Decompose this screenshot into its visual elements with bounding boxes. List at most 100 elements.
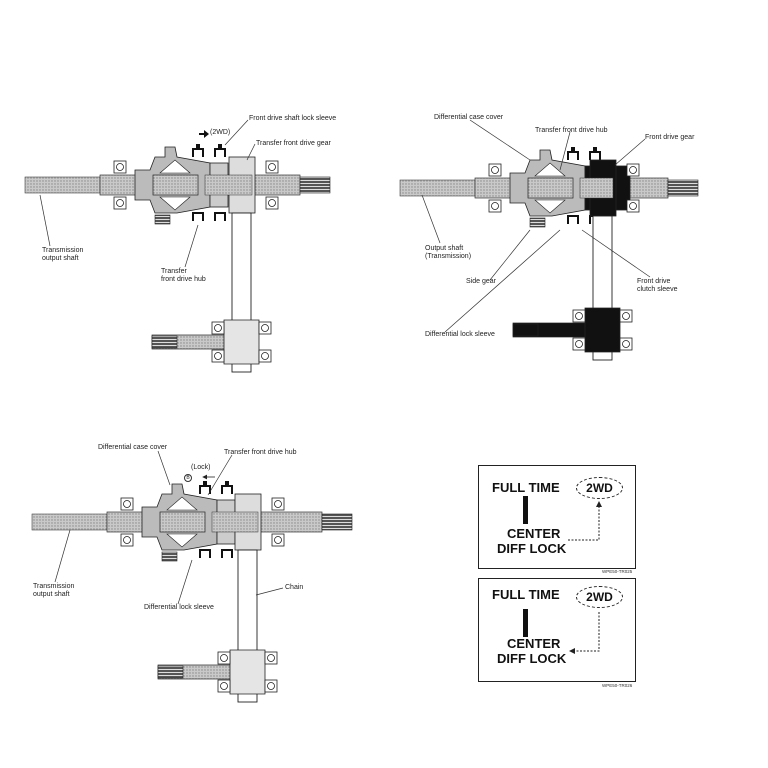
front-output-spline [151, 335, 178, 349]
bearing-ball [261, 324, 269, 332]
bearing-ball [629, 166, 637, 174]
pinion-gears [534, 162, 566, 214]
leader-line [157, 450, 171, 486]
transfer-assembly-full-time [399, 147, 699, 361]
bearing-ball [629, 202, 637, 210]
label-line: Transfer [161, 268, 187, 275]
label-differential-case-cover: Differential case cover [98, 444, 168, 451]
side-gear [529, 217, 546, 228]
bearing-ball [268, 163, 276, 171]
two-wd-indicator: 2WD [576, 586, 623, 608]
diff-lock-label: DIFF LOCK [497, 541, 567, 556]
figure-code: WPE50-TR025 [602, 569, 633, 574]
input-shaft [31, 513, 108, 531]
leader-line [614, 138, 646, 166]
label-2wd-mode: (2WD) [210, 129, 231, 136]
label-line: (Transmission) [425, 253, 472, 260]
bearing-ball [220, 682, 228, 690]
bearing-ball [220, 654, 228, 662]
label-line: Transmission [33, 583, 75, 590]
figure-code: WPE50-TR026 [602, 683, 633, 688]
bearing-ball [214, 352, 222, 360]
leader-line [39, 194, 51, 247]
indicator-panel-2wd [478, 465, 636, 569]
label-chain: Chain [285, 584, 304, 591]
bearing-ball [123, 536, 131, 544]
label-side-gear: Side gear [466, 278, 496, 285]
leader-line [444, 229, 561, 333]
full-time-label: FULL TIME [492, 480, 560, 495]
label-line: clutch sleeve [637, 286, 678, 293]
label-line: Output shaft [425, 245, 464, 252]
bearing-ball [575, 340, 583, 348]
leader-line [184, 224, 199, 268]
bearing-ball [267, 654, 275, 662]
lock-sleeve-fork [567, 147, 579, 160]
differential-shaft [152, 174, 199, 196]
indicator-panel-center-diff-lock [478, 578, 636, 682]
output-spline [667, 179, 699, 197]
drive-sleeve-fork [589, 147, 601, 160]
pinion-gears [159, 159, 191, 211]
drive-sleeve-fork [214, 144, 226, 157]
label-transfer-front-drive-hub: Transfer front drive hub [224, 449, 297, 456]
bearing-ball [491, 166, 499, 174]
leader-line [581, 229, 651, 278]
leader-line [246, 143, 256, 161]
leader-line [421, 194, 441, 244]
side-gear [154, 214, 171, 225]
bearing-ball [491, 202, 499, 210]
leader-line [207, 454, 233, 496]
label-transfer-front-drive-gear: Transfer front drive gear [256, 140, 331, 147]
pinion-gears [166, 496, 198, 548]
bearing-ball [123, 500, 131, 508]
input-shaft [399, 179, 476, 197]
leader-line [255, 587, 284, 596]
label-line: front drive hub [161, 276, 206, 283]
indicator-bar-1 [523, 496, 528, 524]
label-line: output shaft [33, 591, 70, 598]
label-line: Transmission [42, 247, 84, 254]
leader-line [559, 131, 571, 171]
drive-sleeve-fork [221, 481, 233, 494]
label-output-shaft: Output shaft(Transmission) [425, 245, 471, 261]
bearing-ball [575, 312, 583, 320]
hub-shaft [211, 511, 259, 533]
lock-sleeve-fork [199, 481, 211, 494]
differential-shaft [159, 511, 206, 533]
label-front-drive-shaft-lock-sleeve: Front drive shaft lock sleeve [249, 115, 337, 122]
label-line: Front drive [637, 278, 671, 285]
lower-forks [199, 549, 233, 558]
leader-line [469, 119, 531, 161]
bearing-ball [274, 500, 282, 508]
label-lock-mode: (Lock) [191, 464, 211, 471]
bearing-ball [268, 199, 276, 207]
full-time-label: FULL TIME [492, 587, 560, 602]
leader-line [489, 229, 531, 281]
front-output-spline [512, 323, 539, 337]
diff-lock-label: DIFF LOCK [497, 651, 567, 666]
bearing-ball [214, 324, 222, 332]
differential-shaft [527, 177, 574, 199]
label-differential-lock-sleeve: Differential lock sleeve [425, 331, 495, 338]
bearing-ball [116, 199, 124, 207]
output-spline [321, 513, 353, 531]
front-output-gear [229, 649, 266, 695]
center-label: CENTER [507, 636, 561, 651]
leader-line [54, 529, 71, 583]
two-wd-indicator: 2WD [576, 477, 623, 499]
front-output-spline [157, 665, 184, 679]
label-differential-lock-sleeve: Differential lock sleeve [144, 604, 214, 611]
bearing-ball [267, 682, 275, 690]
bearing-ball [622, 340, 630, 348]
label-differential-case-cover: Differential case cover [434, 114, 504, 121]
output-spline [299, 176, 331, 194]
bearing-ball [622, 312, 630, 320]
input-shaft [24, 176, 101, 194]
center-label: CENTER [507, 526, 561, 541]
